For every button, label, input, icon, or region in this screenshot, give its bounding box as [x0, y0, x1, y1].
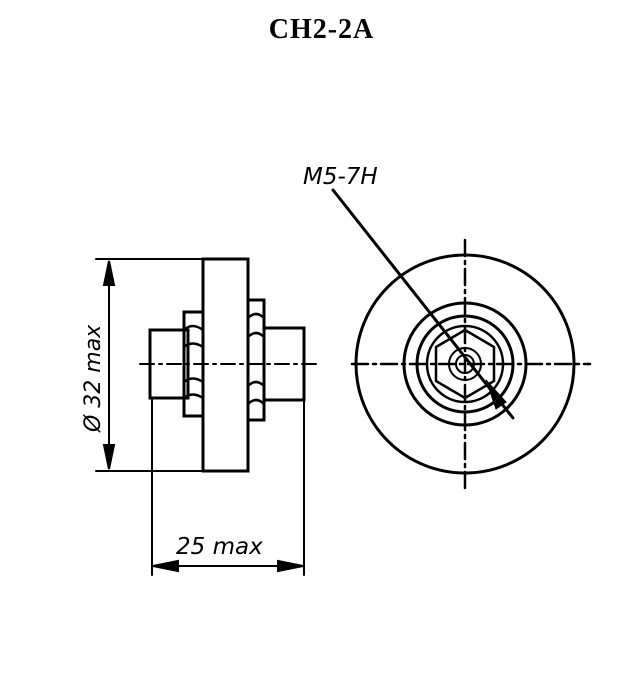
diameter-dimension — [95, 258, 204, 472]
length-label: 25 max — [176, 534, 263, 560]
thread-leader — [331, 188, 515, 420]
front-view — [350, 238, 592, 492]
side-view — [139, 257, 319, 473]
drawing-title: СН2-2А — [268, 14, 375, 45]
diameter-label: Ø 32 max — [81, 324, 106, 433]
length-dimension — [151, 397, 305, 576]
thread-label: M5-7H — [303, 164, 378, 190]
